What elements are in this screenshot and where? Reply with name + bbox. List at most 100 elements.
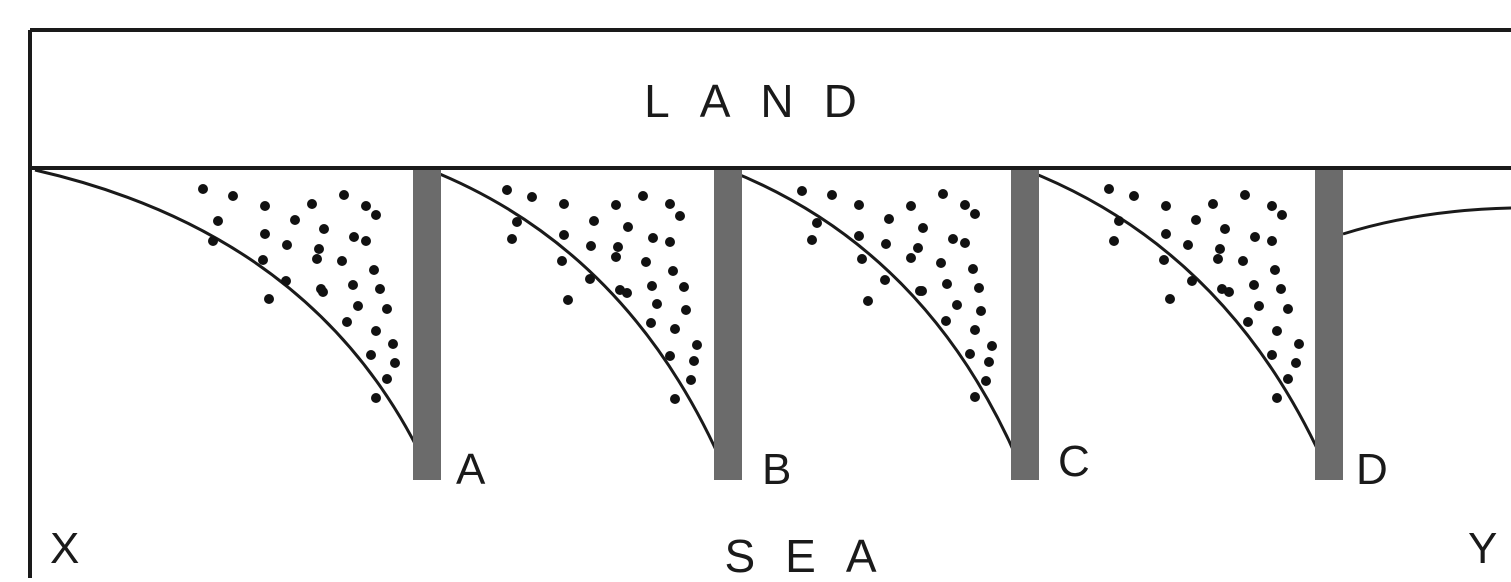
- sediment-dot: [1276, 284, 1286, 294]
- sediment-dot: [812, 218, 822, 228]
- sediment-dot: [881, 239, 891, 249]
- sediment-dot: [863, 296, 873, 306]
- sediment-dot: [1272, 326, 1282, 336]
- sediment-dot: [1109, 236, 1119, 246]
- sediment-dot: [339, 190, 349, 200]
- sediment-dot: [686, 375, 696, 385]
- sediment-dot: [228, 191, 238, 201]
- sediment-dot: [670, 324, 680, 334]
- sediment-dot: [290, 215, 300, 225]
- sediment-dot: [689, 356, 699, 366]
- sediment-dot: [647, 281, 657, 291]
- sediment-dot: [613, 242, 623, 252]
- sediment-dot: [648, 233, 658, 243]
- sediment-dot: [512, 217, 522, 227]
- sediment-dot: [918, 223, 928, 233]
- sediment-dot: [260, 201, 270, 211]
- sediment-dot: [681, 305, 691, 315]
- sediment-dot: [952, 300, 962, 310]
- sediment-dot: [970, 325, 980, 335]
- sediment-dot: [1165, 294, 1175, 304]
- sediment-dot: [665, 351, 675, 361]
- sediment-dot: [880, 275, 890, 285]
- sediment-dot: [559, 199, 569, 209]
- sediment-dot: [965, 349, 975, 359]
- sediment-dot: [854, 200, 864, 210]
- sediment-dot: [382, 374, 392, 384]
- sediment-dot: [970, 209, 980, 219]
- sediment-dot: [281, 276, 291, 286]
- sediment-dot: [970, 392, 980, 402]
- groyne-c: [1011, 170, 1039, 480]
- sediment-dot: [1267, 201, 1277, 211]
- sediment-dot: [1272, 393, 1282, 403]
- sediment-dot: [307, 199, 317, 209]
- sediment-dot: [1283, 304, 1293, 314]
- sediment-dot: [260, 229, 270, 239]
- sediment-dot: [371, 210, 381, 220]
- sediment-dot: [611, 200, 621, 210]
- sediment-dot: [388, 339, 398, 349]
- sediment-dot: [502, 185, 512, 195]
- sediment-dots: [198, 184, 1304, 404]
- groyne-b: [714, 170, 742, 480]
- groyne-b-label: B: [762, 448, 791, 492]
- groyne-d-label: D: [1356, 448, 1388, 492]
- sediment-dot: [623, 222, 633, 232]
- sediment-dot: [342, 317, 352, 327]
- sediment-dot: [563, 295, 573, 305]
- sediment-dot: [941, 316, 951, 326]
- sediment-dot: [557, 256, 567, 266]
- sediment-dot: [652, 299, 662, 309]
- sediment-dot: [349, 232, 359, 242]
- sediment-dot: [1249, 280, 1259, 290]
- sediment-dot: [507, 234, 517, 244]
- sediment-dot: [936, 258, 946, 268]
- sediment-dot: [1191, 215, 1201, 225]
- sea-label: SEA: [0, 533, 1511, 579]
- beach-wedge-a: [35, 170, 428, 470]
- sediment-dot: [670, 394, 680, 404]
- sediment-dot: [361, 201, 371, 211]
- sediment-dot: [264, 294, 274, 304]
- sediment-dot: [208, 236, 218, 246]
- sediment-dot: [314, 244, 324, 254]
- sediment-dot: [942, 279, 952, 289]
- sediment-dot: [312, 254, 322, 264]
- sediment-dot: [981, 376, 991, 386]
- sediment-dot: [586, 241, 596, 251]
- sediment-dot: [1294, 339, 1304, 349]
- sediment-dot: [960, 238, 970, 248]
- sediment-dot: [638, 191, 648, 201]
- sediment-dot: [797, 186, 807, 196]
- sediment-dot: [213, 216, 223, 226]
- sediment-dot: [976, 306, 986, 316]
- sediment-dot: [807, 235, 817, 245]
- sediment-dot: [906, 253, 916, 263]
- sediment-dot: [1267, 236, 1277, 246]
- sediment-dot: [1104, 184, 1114, 194]
- sediment-dot: [987, 341, 997, 351]
- sediment-dot: [318, 287, 328, 297]
- sediment-dot: [646, 318, 656, 328]
- sediment-dot: [675, 211, 685, 221]
- sediment-dot: [1183, 240, 1193, 250]
- sediment-dot: [1267, 350, 1277, 360]
- sediment-dot: [353, 301, 363, 311]
- sediment-dot: [375, 284, 385, 294]
- sediment-dot: [857, 254, 867, 264]
- sediment-dot: [611, 252, 621, 262]
- sediment-dot: [348, 280, 358, 290]
- sediment-dot: [827, 190, 837, 200]
- sediment-dot: [1114, 216, 1124, 226]
- sediment-dot: [366, 350, 376, 360]
- sediment-dot: [1238, 256, 1248, 266]
- sediment-dot: [1129, 191, 1139, 201]
- sediment-dot: [1243, 317, 1253, 327]
- sediment-dot: [665, 237, 675, 247]
- sediment-dot: [1283, 374, 1293, 384]
- groyne-d: [1315, 170, 1343, 480]
- sediment-dot: [559, 230, 569, 240]
- sediment-dot: [1240, 190, 1250, 200]
- sediment-dot: [1224, 287, 1234, 297]
